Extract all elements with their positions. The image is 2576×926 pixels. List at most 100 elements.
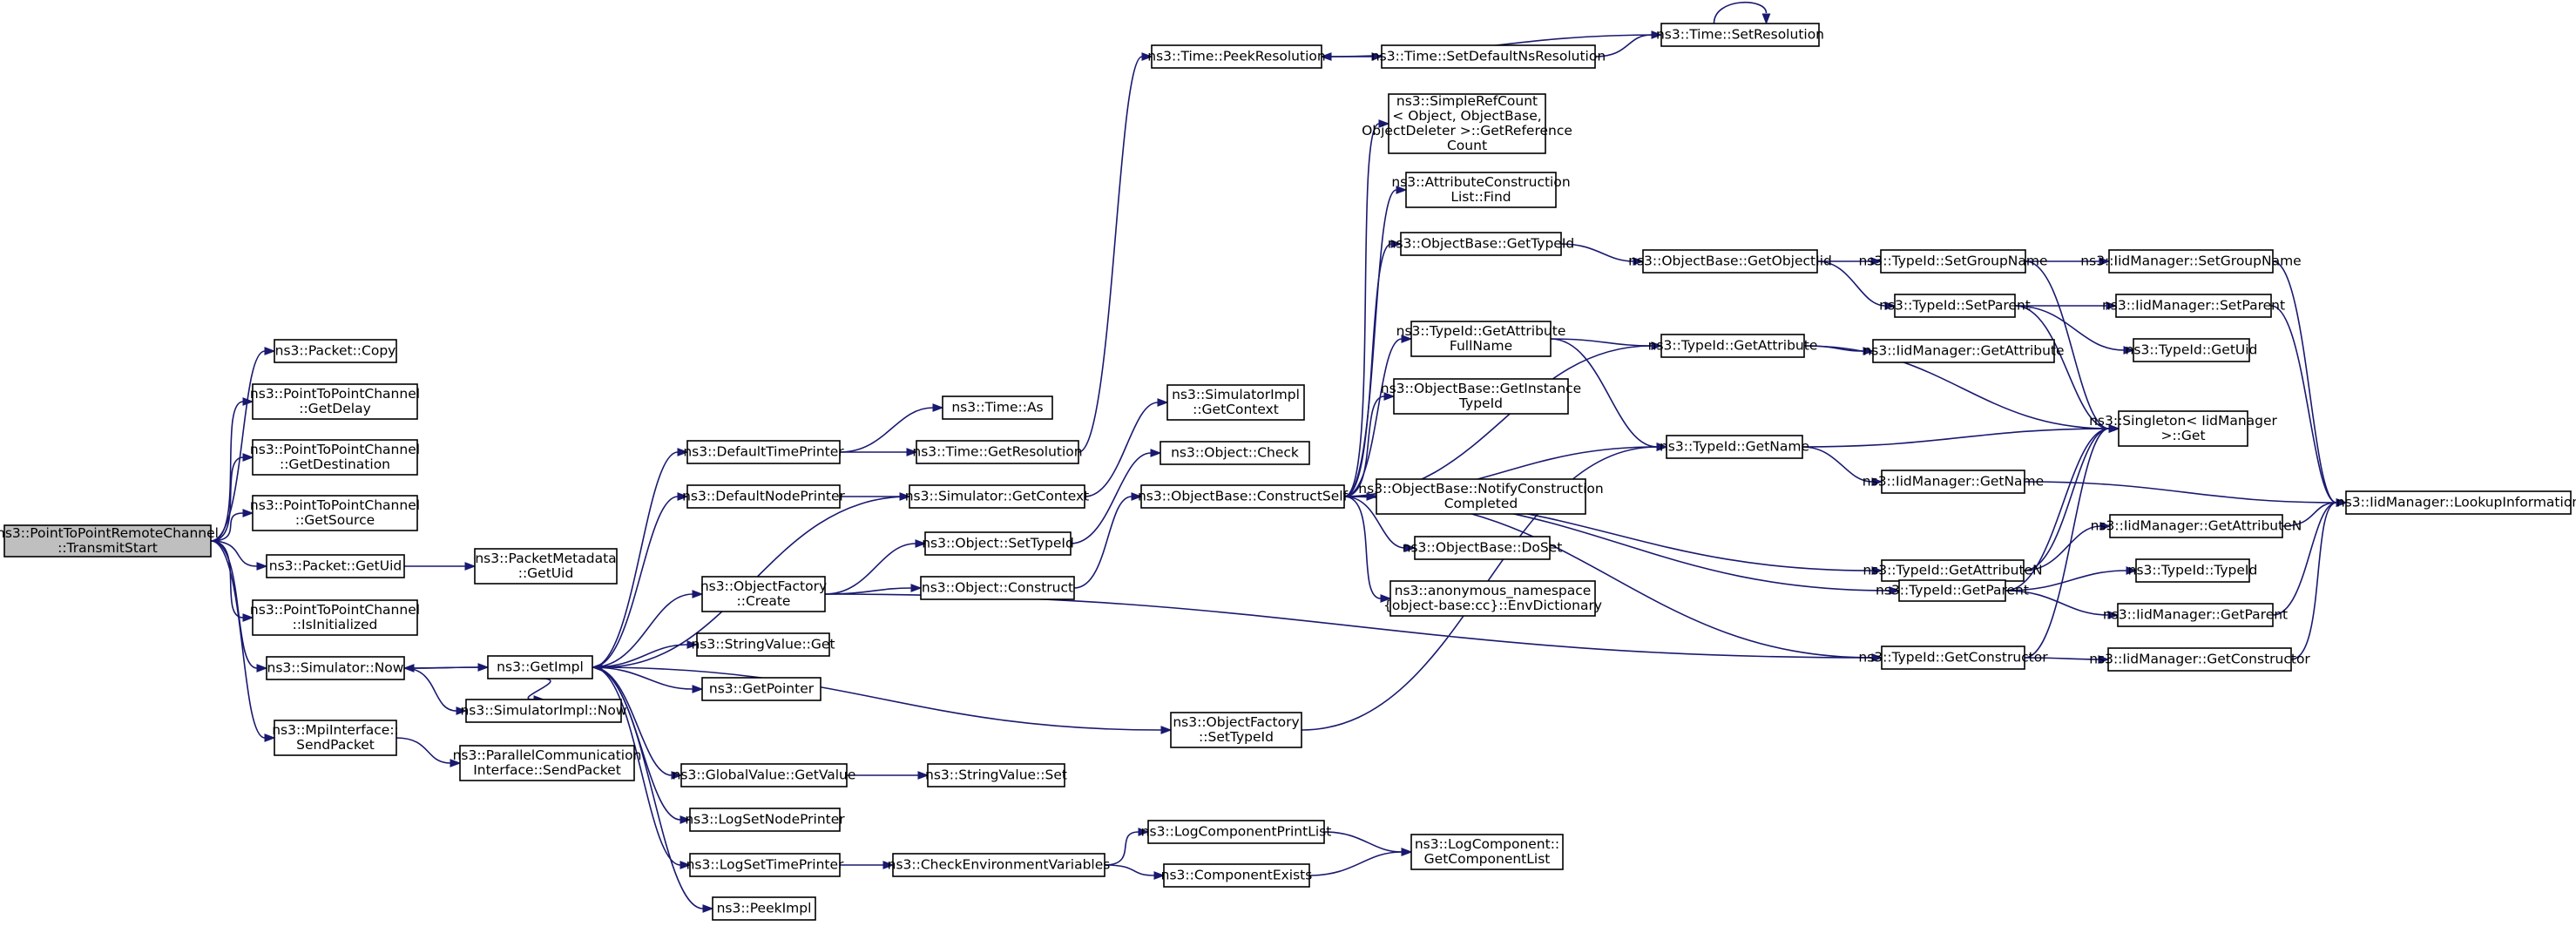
node-getdelay[interactable]: ns3::PointToPointChannel::GetDelay [250, 383, 420, 420]
arrowhead-icon [450, 759, 462, 767]
node-isinit[interactable]: ns3::PointToPointChannel::IsInitialized [250, 599, 420, 636]
node-tidgetparent[interactable]: ns3::TypeId::GetParent [1876, 579, 2029, 602]
node-cev[interactable]: ns3::CheckEnvironmentVariables [888, 853, 1111, 877]
node-copy[interactable]: ns3::Packet::Copy [274, 339, 397, 363]
node-iidsetgroup[interactable]: ns3::IidManager::SetGroupName [2080, 249, 2302, 274]
node-objsettid[interactable]: ns3::Object::SetTypeId [922, 531, 1074, 556]
node-lstp[interactable]: ns3::LogSetTimePrinter [686, 853, 844, 877]
node-peekimpl[interactable]: ns3::PeekImpl [712, 896, 816, 921]
node-box [1376, 478, 1586, 515]
edge-line [2024, 428, 2110, 659]
node-simgetctx[interactable]: ns3::Simulator::GetContext [905, 484, 1090, 509]
node-dnp[interactable]: ns3::DefaultNodePrinter [682, 484, 846, 509]
node-dtp[interactable]: ns3::DefaultTimePrinter [683, 440, 844, 464]
node-obgetoid[interactable]: ns3::ObjectBase::GetObjectIid [1628, 249, 1832, 274]
node-objcheck[interactable]: ns3::Object::Check [1160, 441, 1310, 465]
node-singleton[interactable]: ns3::Singleton< IidManager>::Get [2089, 410, 2278, 447]
node-tidgetattr[interactable]: ns3::TypeId::GetAttribute [1648, 334, 1818, 358]
node-setdefns[interactable]: ns3::Time::SetDefaultNsResolution [1371, 44, 1606, 69]
edge-obconstruct-to-aclfind [1343, 186, 1408, 497]
node-box [1666, 435, 1803, 459]
node-label: ns3::ObjectBase::GetTypeId [1388, 236, 1575, 252]
node-packetuid[interactable]: ns3::Packet::GetUid [266, 554, 405, 578]
node-label: ns3::IidManager::GetAttributeN [2091, 518, 2302, 534]
node-ofsettid[interactable]: ns3::ObjectFactory::SetTypeId [1170, 712, 1302, 748]
node-box [1163, 863, 1310, 888]
node-tidgetuid[interactable]: ns3::TypeId::GetUid [2126, 338, 2258, 362]
node-box [1170, 712, 1302, 748]
node-root[interactable]: ns3::PointToPointRemoteChannel::Transmit… [0, 524, 219, 558]
node-timeas[interactable]: ns3::Time::As [942, 395, 1053, 420]
node-box [916, 440, 1079, 464]
node-setres[interactable]: ns3::Time::SetResolution [1656, 23, 1824, 47]
node-simnow[interactable]: ns3::Simulator::Now [266, 656, 405, 680]
node-tidgetattrn[interactable]: ns3::TypeId::GetAttributeN [1863, 559, 2043, 582]
node-getsource[interactable]: ns3::PointToPointChannel::GetSource [250, 495, 420, 531]
node-iidgetparent[interactable]: ns3::IidManager::GetParent [2103, 603, 2288, 627]
node-getdest[interactable]: ns3::PointToPointChannel::GetDestination [250, 439, 420, 476]
node-obdoset[interactable]: ns3::ObjectBase::DoSet [1403, 536, 1563, 560]
node-tidtid[interactable]: ns3::TypeId::TypeId [2128, 558, 2258, 583]
node-label: ns3::TypeId::GetParent [1876, 583, 2029, 598]
node-implgetctx[interactable]: ns3::SimulatorImpl::GetContext [1166, 384, 1305, 421]
node-label: Count [1447, 138, 1487, 153]
edge-line [824, 593, 1873, 659]
node-iidgetattr[interactable]: ns3::IidManager::GetAttribute [1863, 339, 2065, 363]
edge-line [592, 666, 693, 690]
edge-line [1560, 243, 1634, 262]
node-envdict[interactable]: ns3::anonymous_namespace{object-base:cc}… [1383, 580, 1602, 617]
node-lsnp[interactable]: ns3::LogSetNodePrinter [685, 808, 845, 832]
node-mpisend[interactable]: ns3::MpiInterface::SendPacket [272, 720, 399, 756]
node-obnotify[interactable]: ns3::ObjectBase::NotifyConstructionCompl… [1358, 478, 1604, 515]
node-obconstruct[interactable]: ns3::ObjectBase::ConstructSelf [1138, 484, 1349, 509]
edge-line [1070, 452, 1152, 544]
node-peekres[interactable]: ns3::Time::PeekResolution [1147, 44, 1326, 69]
arrowhead-icon [242, 397, 254, 406]
edge-line [2025, 260, 2110, 429]
node-pmuid[interactable]: ns3::PacketMetadata::GetUid [474, 548, 618, 585]
node-box [465, 699, 622, 723]
node-svget[interactable]: ns3::StringValue::Get [691, 632, 835, 657]
node-lcgcl[interactable]: ns3::LogComponent::GetComponentList [1410, 834, 1564, 870]
node-ofcreate[interactable]: ns3::ObjectFactory::Create [700, 576, 827, 612]
node-compexists[interactable]: ns3::ComponentExists [1161, 863, 1313, 888]
edge-line [1084, 402, 1159, 497]
node-label: ::SetTypeId [1199, 729, 1274, 745]
node-label: TypeId [1458, 395, 1503, 411]
node-svset[interactable]: ns3::StringValue::Set [925, 763, 1067, 787]
edge-tidsetparent-to-iidsetparent [2014, 301, 2118, 310]
node-iidgetname[interactable]: ns3::IidManager::GetName [1863, 470, 2044, 494]
node-iidgetctor[interactable]: ns3::IidManager::GetConstructor [2089, 647, 2310, 672]
edge-obconstruct-to-obdoset [1343, 496, 1416, 552]
node-gvget[interactable]: ns3::GlobalValue::GetValue [673, 763, 856, 787]
node-box [3, 524, 212, 558]
node-getimpl[interactable]: ns3::GetImpl [487, 655, 593, 679]
node-label: ns3::ObjectFactory [700, 578, 827, 594]
node-pcisend[interactable]: ns3::ParallelCommunicationInterface::Sen… [453, 745, 642, 781]
node-iidlookup[interactable]: ns3::IidManager::LookupInformation [2336, 490, 2576, 515]
node-implnow[interactable]: ns3::SimulatorImpl::Now [460, 699, 627, 723]
edge-tidgetname-to-iidgetname [1802, 446, 1883, 486]
arrowhead-icon [464, 562, 477, 571]
node-lcpl[interactable]: ns3::LogComponentPrintList [1141, 820, 1332, 844]
node-objconstruct[interactable]: ns3::Object::Construct [920, 576, 1075, 600]
node-srcget[interactable]: ns3::SimpleRefCount< Object, ObjectBase,… [1362, 93, 1572, 154]
arrowhead-icon [1761, 13, 1771, 25]
node-tidgetctor[interactable]: ns3::TypeId::GetConstructor [1858, 645, 2048, 670]
node-getptr[interactable]: ns3::GetPointer [701, 677, 821, 701]
arrowhead-icon [456, 706, 468, 715]
node-tidsetparent[interactable]: ns3::TypeId::SetParent [1879, 294, 2031, 318]
node-tidgetname[interactable]: ns3::TypeId::GetName [1660, 435, 1809, 459]
node-iidgetattrn[interactable]: ns3::IidManager::GetAttributeN [2091, 514, 2302, 538]
node-tidsetgroup[interactable]: ns3::TypeId::SetGroupName [1858, 249, 2048, 274]
edge-root-to-packetuid [210, 540, 268, 571]
node-iidsetparent[interactable]: ns3::IidManager::SetParent [2102, 294, 2285, 318]
node-getres[interactable]: ns3::Time::GetResolution [912, 440, 1083, 464]
edge-line [1323, 831, 1403, 853]
node-obgettid[interactable]: ns3::ObjectBase::GetTypeId [1388, 232, 1575, 256]
edge-line [403, 667, 457, 712]
node-box [927, 763, 1065, 787]
